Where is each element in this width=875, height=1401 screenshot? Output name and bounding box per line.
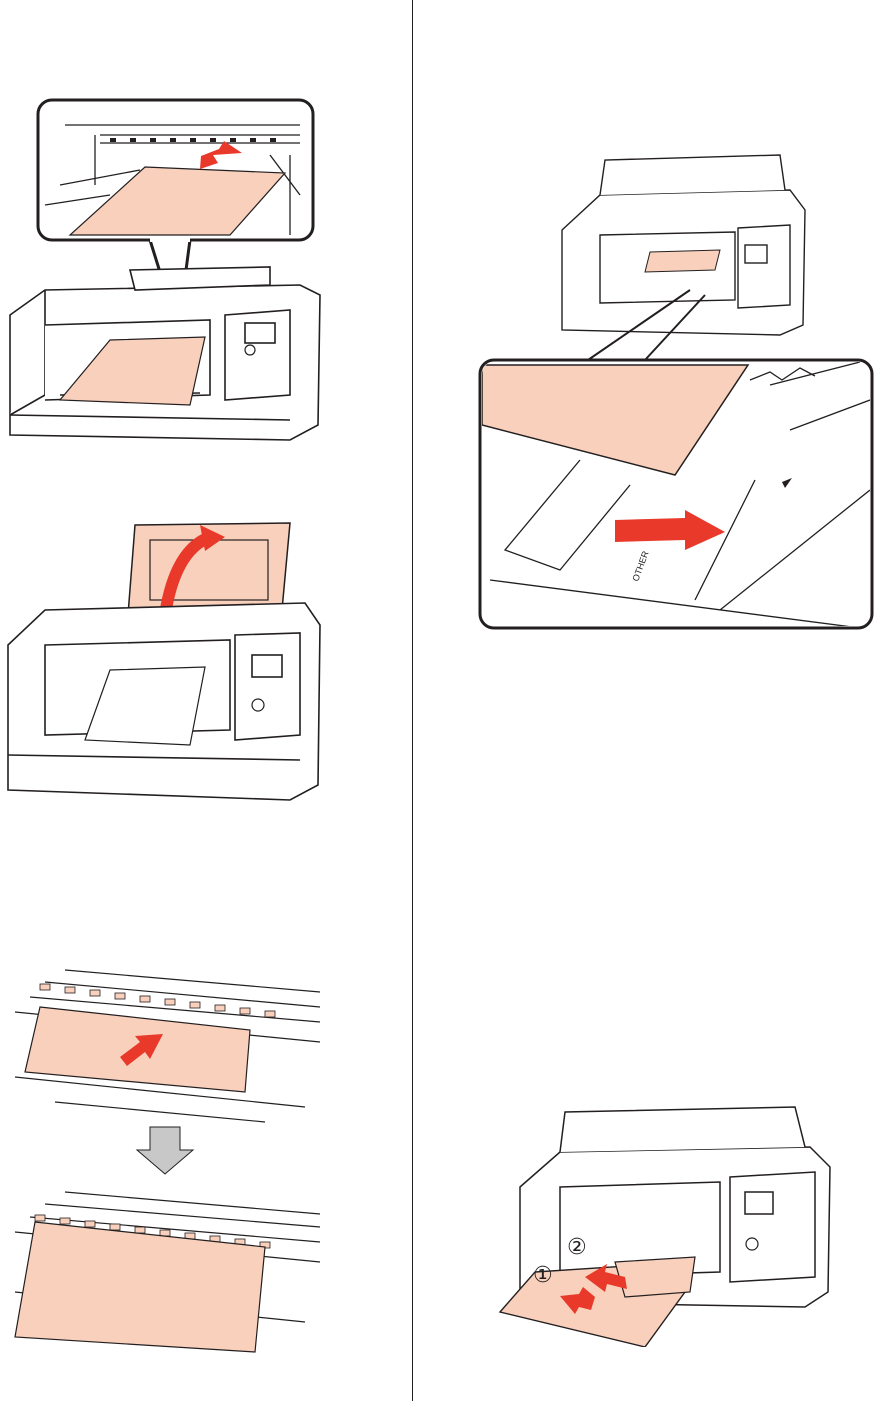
figure-paper-guide-callout: OTHER: [470, 140, 875, 635]
paper-alignment-illustration: [5, 962, 325, 1362]
figure-open-cover: [0, 515, 330, 805]
paper-guide-callout-illustration: OTHER: [470, 140, 875, 635]
figure-align-paper: [5, 962, 325, 1362]
column-divider: [412, 0, 413, 1401]
printer-extend-tray-illustration: ② ①: [495, 1082, 840, 1347]
printer-insert-paper-illustration: [0, 95, 330, 445]
figure-insert-paper: [0, 95, 330, 445]
step-1-marker: ①: [533, 1263, 553, 1288]
figure-extend-tray: ② ①: [495, 1082, 840, 1347]
step-2-marker: ②: [567, 1235, 587, 1260]
printer-open-cover-illustration: [0, 515, 330, 805]
